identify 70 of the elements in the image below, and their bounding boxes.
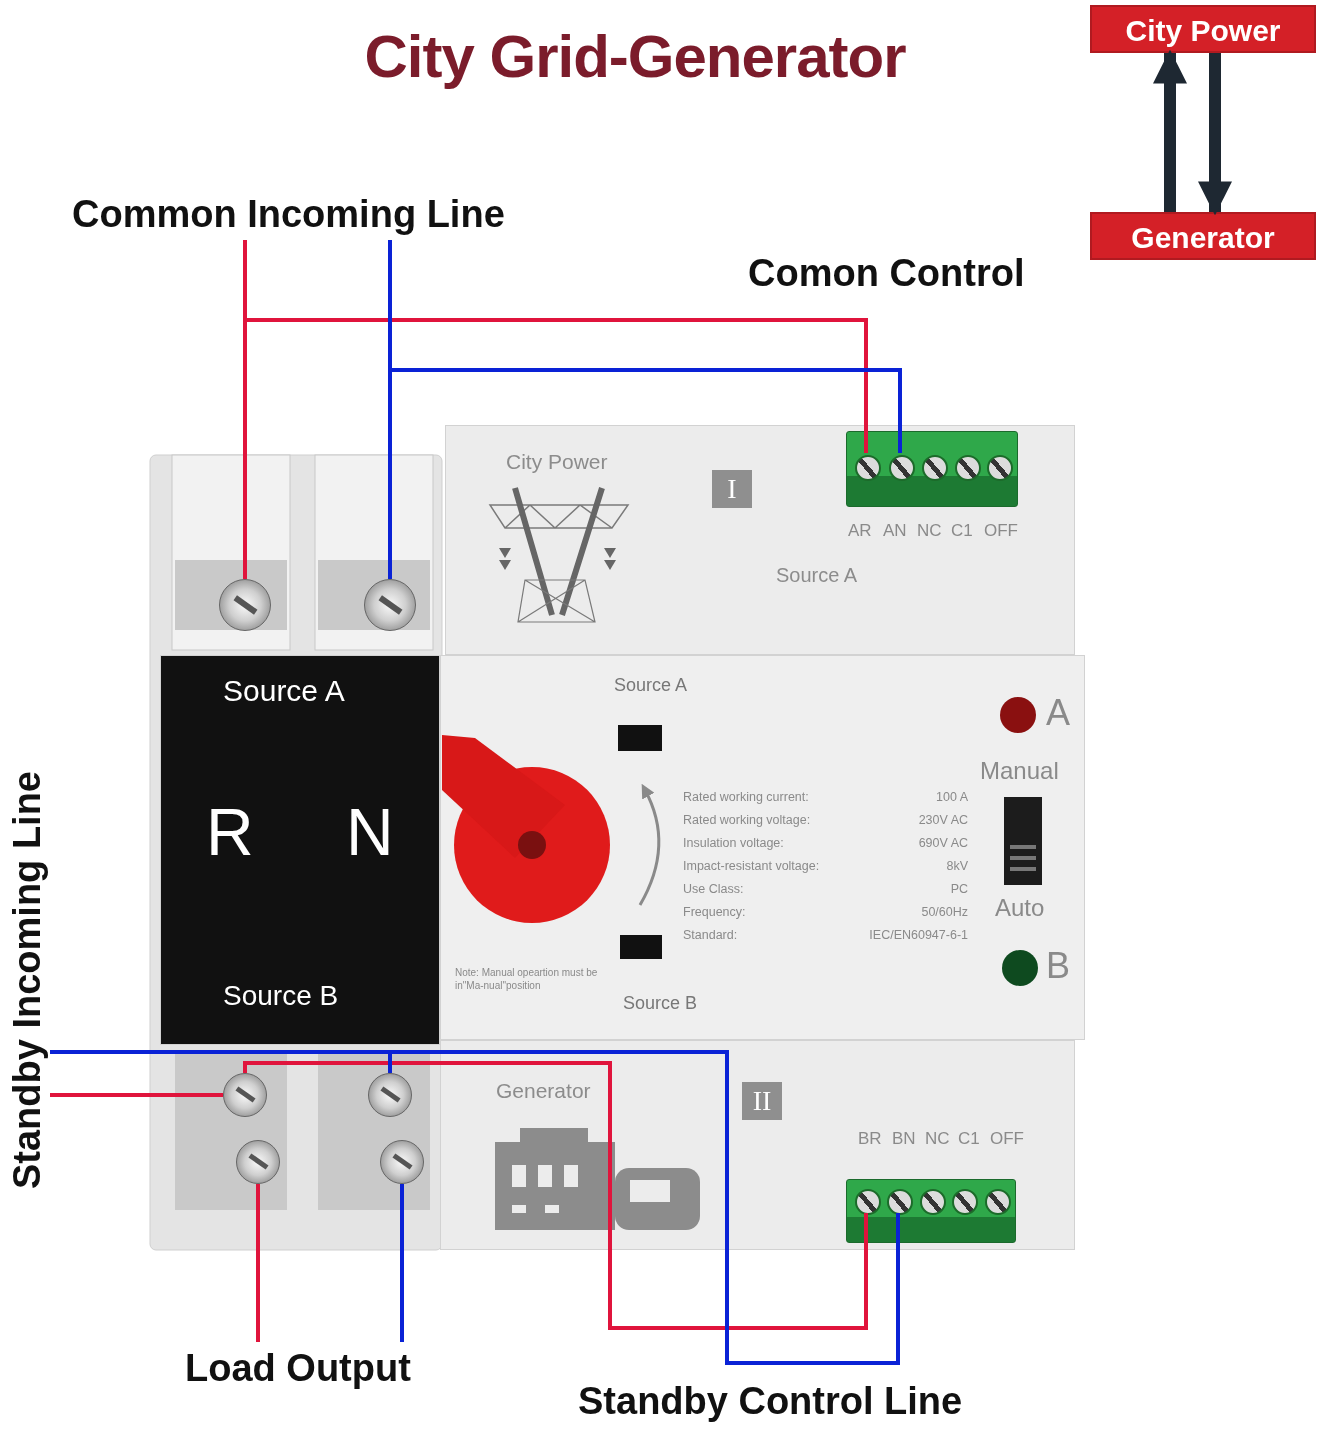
spec-text: 8kV: [945, 859, 968, 875]
terminal-label: OFF: [990, 1128, 1024, 1150]
terminal-label: C1: [951, 520, 973, 542]
mode-label: Auto: [995, 893, 1045, 923]
panel-label: R: [206, 796, 254, 869]
wire-label: Standby Control Line: [578, 1379, 963, 1424]
panel-label: Source A: [614, 676, 688, 696]
panel-label: Source B: [623, 994, 698, 1014]
spec-text: 50/60Hz: [920, 905, 968, 921]
spec-text: IEC/EN60947-6-1: [868, 928, 968, 944]
terminal-label: BR: [858, 1128, 882, 1150]
terminal-screw: [955, 455, 981, 481]
terminal-block: [846, 1179, 1016, 1243]
wire: [388, 240, 902, 453]
wire-label: Common Incoming Line: [72, 188, 582, 240]
spec-text: 230V AC: [917, 813, 968, 829]
spec-text: Frequency:: [683, 905, 746, 921]
position-mark: I: [712, 470, 752, 508]
wire: [243, 240, 868, 453]
title: City Grid-Generator: [363, 22, 907, 91]
spec-text: Use Class:: [683, 882, 744, 898]
terminal-screw: [985, 1189, 1011, 1215]
spec-text: PC: [949, 882, 968, 898]
terminal-screw: [920, 1189, 946, 1215]
note-text: Note: Manual opeartion must be in"Ma-nual"position: [455, 967, 599, 992]
terminal-label: NC: [925, 1128, 950, 1150]
source-badge: Generator: [1090, 212, 1316, 260]
module-panel: [445, 425, 1075, 655]
wire-label: Standby Incoming Line: [4, 740, 50, 1220]
indicator-label: B: [1046, 944, 1070, 988]
terminal-screw: [922, 455, 948, 481]
arrow: [1198, 53, 1232, 216]
terminal-label: AN: [883, 520, 907, 542]
terminal-screw: [887, 1189, 913, 1215]
breaker-handle-panel: [160, 655, 440, 1045]
panel-label: Source A: [776, 564, 858, 586]
spec-text: Insulation voltage:: [683, 836, 784, 852]
terminal-screw: [952, 1189, 978, 1215]
wire: [400, 1184, 404, 1342]
terminal-label: BN: [892, 1128, 916, 1150]
spec-text: Standard:: [683, 928, 738, 944]
terminal-screw: [855, 455, 881, 481]
terminal-label: OFF: [984, 520, 1018, 542]
indicator-label: A: [1046, 691, 1070, 735]
wire-label: Comon Control: [748, 251, 1025, 296]
spec-text: 100 A: [935, 790, 968, 806]
terminal-screw: [855, 1189, 881, 1215]
spec-text: Rated working voltage:: [683, 813, 811, 829]
terminal-block: [846, 431, 1018, 507]
source-badge: City Power: [1090, 5, 1316, 53]
panel-label: Source A: [223, 674, 345, 707]
spec-text: Rated working current:: [683, 790, 809, 806]
panel-label: Source B: [223, 981, 339, 1012]
spec-text: Impact-resistant voltage:: [683, 859, 820, 875]
panel-label: Generator: [496, 1079, 591, 1103]
terminal-screw: [889, 455, 915, 481]
wire: [256, 1184, 260, 1342]
terminal-label: C1: [958, 1128, 980, 1150]
panel-label: N: [346, 796, 394, 869]
mode-label: Manual: [980, 756, 1059, 786]
spec-text: 690V AC: [917, 836, 968, 852]
wire: [50, 1093, 223, 1097]
terminal-screw: [987, 455, 1013, 481]
panel-label: City Power: [506, 450, 608, 474]
wire: [243, 1061, 868, 1330]
position-mark: II: [742, 1082, 782, 1120]
terminal-label: AR: [848, 520, 872, 542]
terminal-label: NC: [917, 520, 942, 542]
arrow: [1153, 49, 1187, 212]
wire-label: Load Output: [185, 1342, 460, 1394]
